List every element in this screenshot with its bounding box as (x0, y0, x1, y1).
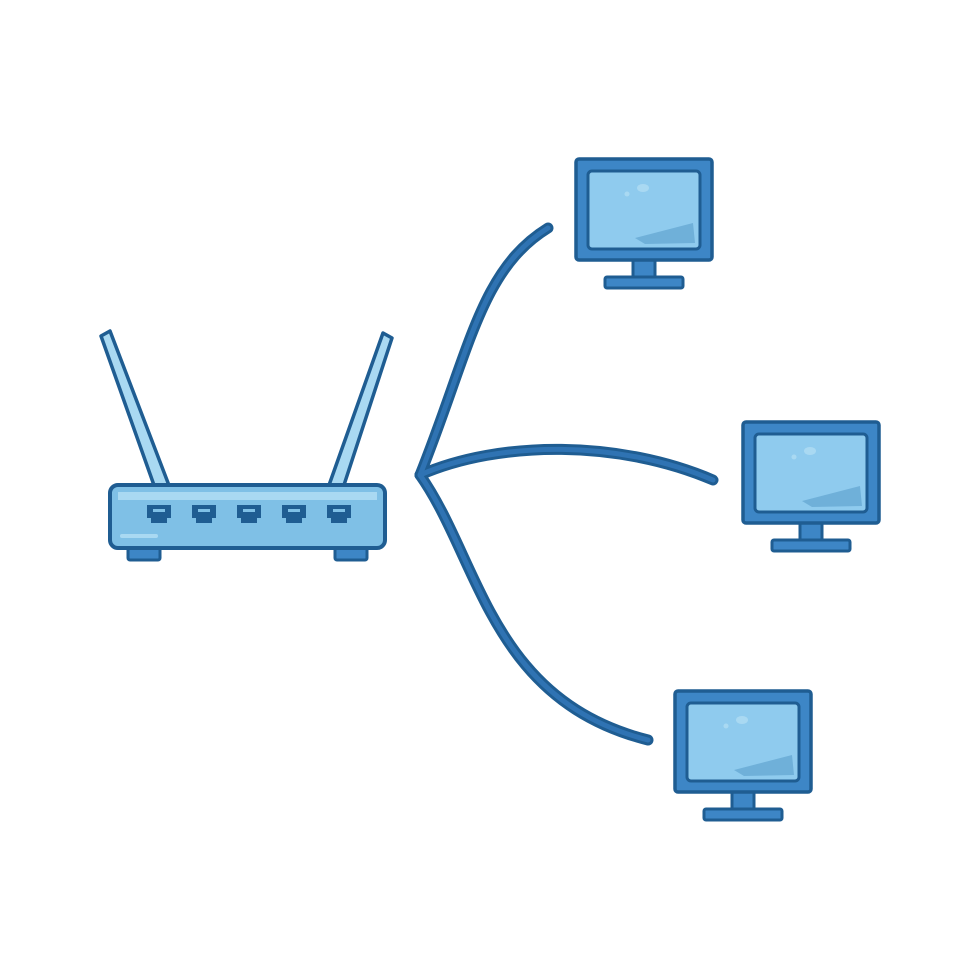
monitor-screen-glare (637, 184, 649, 192)
monitor-screen-glare (804, 447, 816, 455)
cable-router-pc2-core (417, 446, 716, 483)
monitor-screen-shade (734, 755, 794, 776)
router-antenna-left (99, 329, 172, 490)
monitor-icon (574, 157, 714, 290)
router-body-highlight (118, 492, 377, 500)
router-antenna-right (326, 331, 394, 490)
cable-router-pc3 (414, 469, 654, 746)
ethernet-port-icon (147, 505, 171, 523)
cable-router-pc1 (414, 222, 554, 481)
monitor-screen-shade (802, 486, 862, 507)
cable-router-pc1-core (417, 225, 551, 478)
ethernet-port-icon (327, 505, 351, 523)
monitor-screen-glare-dot (723, 723, 729, 729)
monitor-screen-shade (635, 223, 695, 244)
ethernet-port-icon (192, 505, 216, 523)
wifi-router-icon (99, 329, 394, 562)
ethernet-port-icon (282, 505, 306, 523)
router-ports (147, 505, 351, 523)
cable-router-pc3-core (417, 472, 651, 743)
monitor-screen-glare (736, 716, 748, 724)
ethernet-port-icon (237, 505, 261, 523)
monitor-screen-glare-dot (791, 454, 797, 460)
cables (414, 222, 719, 746)
monitor-stand-base (770, 538, 852, 553)
monitor-icon (673, 689, 813, 822)
monitor-icon (741, 420, 881, 553)
monitor-stand-base (603, 275, 685, 290)
monitor-screen-glare-dot (624, 191, 630, 197)
monitor-stand-base (702, 807, 784, 822)
